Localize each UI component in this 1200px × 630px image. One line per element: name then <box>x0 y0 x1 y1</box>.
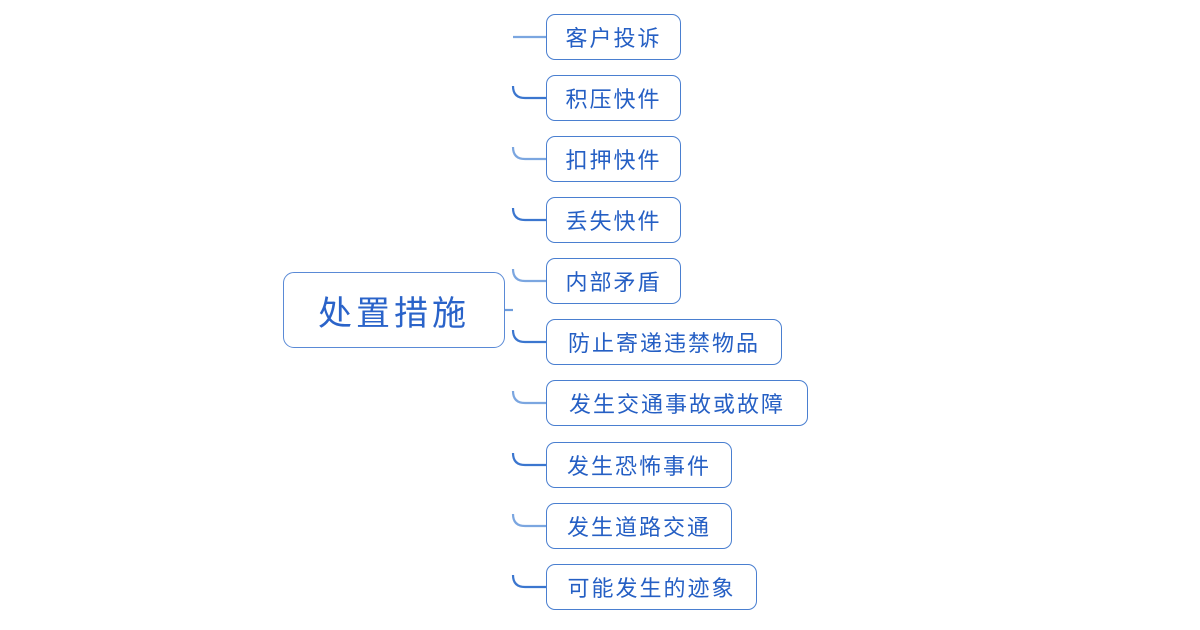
child-node-内部矛盾[interactable]: 内部矛盾 <box>546 258 681 304</box>
child-node-积压快件[interactable]: 积压快件 <box>546 75 681 121</box>
child-node-label: 可能发生的迹象 <box>567 576 736 601</box>
root-node-label: 处置措施 <box>318 294 470 333</box>
branch-line-内部矛盾 <box>511 268 546 283</box>
branch-line-发生道路交通 <box>511 513 546 528</box>
branch-line-防止寄递违禁物品 <box>511 329 546 344</box>
branch-line-可能发生的迹象 <box>511 574 546 589</box>
child-node-发生恐怖事件[interactable]: 发生恐怖事件 <box>546 442 732 488</box>
branch-line-扣押快件 <box>511 146 546 161</box>
child-node-label: 丢失快件 <box>565 209 662 234</box>
child-node-label: 积压快件 <box>565 87 662 112</box>
child-node-可能发生的迹象[interactable]: 可能发生的迹象 <box>546 564 757 610</box>
root-node-处置措施[interactable]: 处置措施 <box>283 272 505 348</box>
branch-line-发生恐怖事件 <box>511 452 546 467</box>
child-node-label: 发生恐怖事件 <box>566 454 711 479</box>
child-node-防止寄递违禁物品[interactable]: 防止寄递违禁物品 <box>546 319 782 365</box>
child-node-丢失快件[interactable]: 丢失快件 <box>546 197 681 243</box>
branch-line-丢失快件 <box>511 207 546 222</box>
branch-line-积压快件 <box>511 85 546 100</box>
child-node-label: 发生道路交通 <box>566 515 711 540</box>
branch-line-发生交通事故或故障 <box>511 390 546 405</box>
child-node-label: 客户投诉 <box>565 26 662 51</box>
connector-group <box>505 35 546 589</box>
child-node-label: 内部矛盾 <box>565 270 662 295</box>
child-node-发生道路交通[interactable]: 发生道路交通 <box>546 503 732 549</box>
child-node-扣押快件[interactable]: 扣押快件 <box>546 136 681 182</box>
child-node-label: 防止寄递违禁物品 <box>567 331 760 356</box>
child-node-发生交通事故或故障[interactable]: 发生交通事故或故障 <box>546 380 808 426</box>
child-node-label: 扣押快件 <box>565 148 662 173</box>
child-node-客户投诉[interactable]: 客户投诉 <box>546 14 681 60</box>
child-node-label: 发生交通事故或故障 <box>568 392 785 417</box>
